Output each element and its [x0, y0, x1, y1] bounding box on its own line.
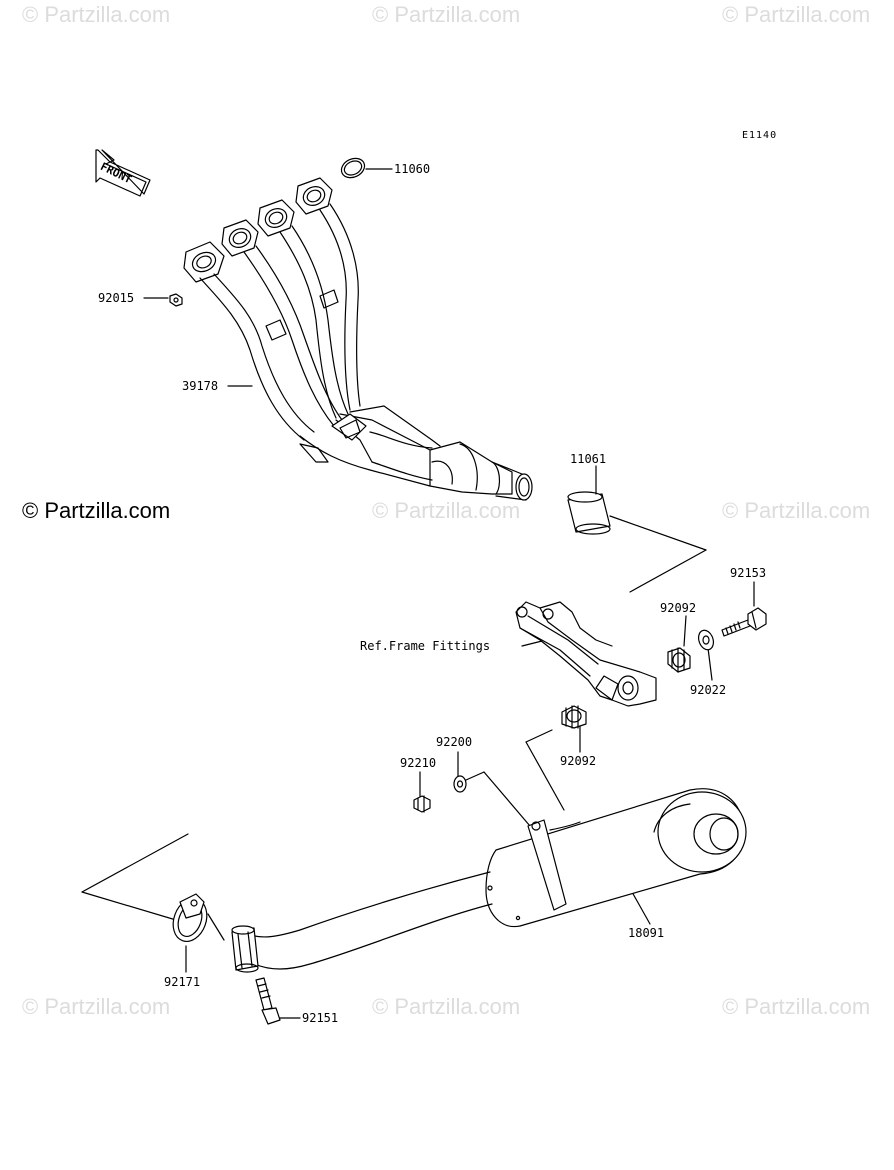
callout-39178: 39178 — [182, 379, 219, 393]
gasket-11060 — [340, 157, 366, 179]
callout-18091: 18091 — [628, 926, 665, 940]
callout-11060: 11060 — [394, 162, 431, 176]
callout-92171: 92171 — [164, 975, 201, 989]
pipe-end-sleeve — [231, 925, 259, 973]
watermark: © Partzilla.com — [22, 2, 171, 27]
frame-bracket — [515, 601, 657, 707]
damper-92092-top — [667, 647, 691, 673]
washer-92022 — [697, 629, 715, 651]
nut-92015 — [169, 293, 183, 307]
callout-ref-frame: Ref.Frame Fittings — [360, 639, 491, 653]
callout-92153: 92153 — [730, 566, 767, 580]
front-arrow-icon — [95, 149, 151, 197]
watermark: © Partzilla.com — [372, 498, 521, 523]
callout-92092-bottom: 92092 — [560, 754, 597, 768]
nut-92210 — [413, 795, 431, 813]
diagram-code: E1140 — [742, 130, 778, 141]
callout-92022: 92022 — [690, 683, 727, 697]
watermark: © Partzilla.com — [22, 994, 171, 1019]
leader-lines — [81, 168, 755, 1019]
callout-92015: 92015 — [98, 291, 135, 305]
watermark-dark: © Partzilla.com — [22, 498, 171, 523]
damper-92092-bottom — [561, 705, 587, 729]
washer-92200 — [453, 775, 467, 793]
bolt-92151 — [255, 977, 281, 1025]
watermark: © Partzilla.com — [722, 2, 871, 27]
watermark: © Partzilla.com — [372, 994, 521, 1019]
callout-92200: 92200 — [436, 735, 473, 749]
header-pipe-39178 — [183, 177, 533, 501]
watermark: © Partzilla.com — [722, 994, 871, 1019]
bolt-92153 — [721, 607, 767, 637]
callout-92151: 92151 — [302, 1011, 339, 1025]
callout-11061: 11061 — [570, 452, 607, 466]
gasket-sleeve-11061 — [567, 491, 611, 535]
clamp-92171 — [172, 893, 208, 942]
callout-92092-top: 92092 — [660, 601, 697, 615]
callout-92210: 92210 — [400, 756, 437, 770]
watermark: © Partzilla.com — [372, 2, 521, 27]
watermark: © Partzilla.com — [722, 498, 871, 523]
muffler-18091 — [247, 788, 747, 970]
